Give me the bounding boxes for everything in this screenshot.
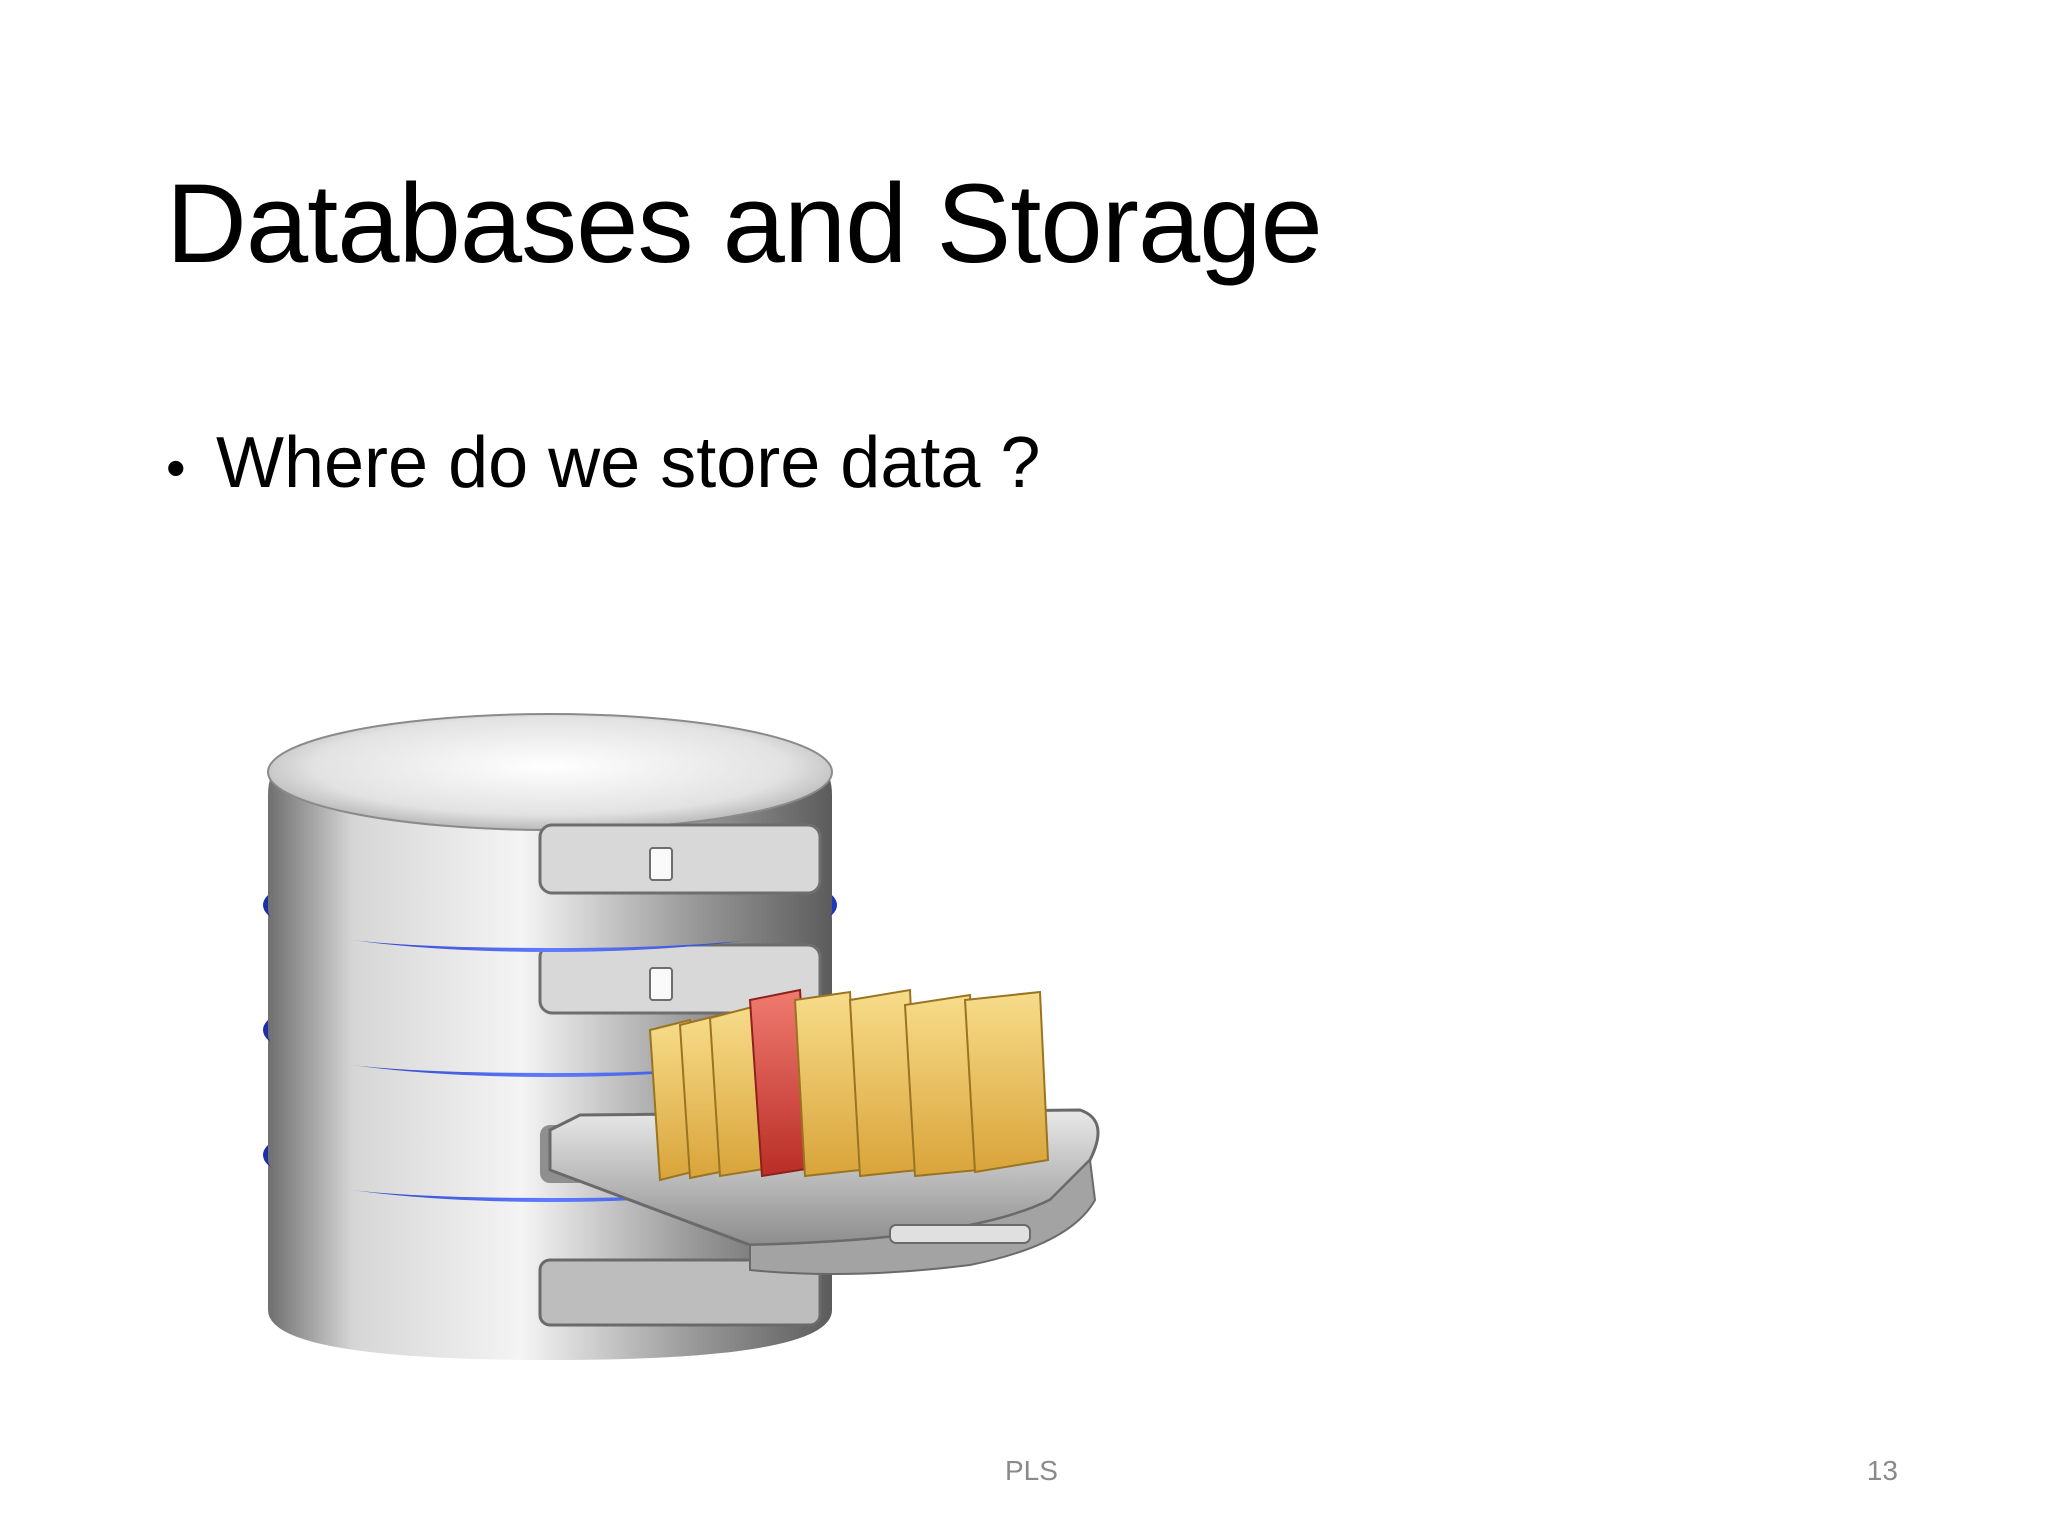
page-number: 13 <box>1866 1455 1898 1486</box>
bullet-item: • Where do we store data ? <box>166 420 1040 506</box>
bullet-text: Where do we store data ? <box>216 423 1041 503</box>
bullet-list: • Where do we store data ? <box>166 420 1040 506</box>
slide-title: Databases and Storage <box>166 161 1323 286</box>
database-storage-icon <box>263 713 1100 1360</box>
footer-text: PLS <box>1005 1455 1058 1486</box>
bullet-dot-icon: • <box>166 436 186 499</box>
